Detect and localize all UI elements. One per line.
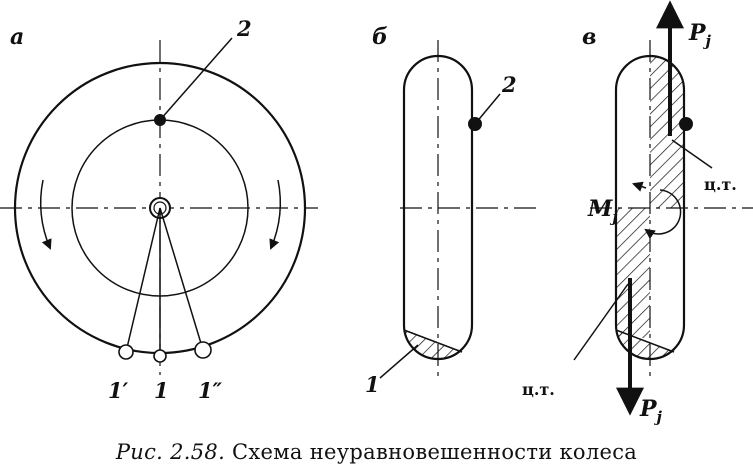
- leader-weight-2: [159, 37, 233, 121]
- force-label-bottom: Pj: [639, 396, 663, 426]
- rotation-arrow-right: [269, 179, 282, 250]
- cg-upper-label: ц.т.: [704, 175, 737, 194]
- panel-b-letter: б: [372, 24, 388, 50]
- figure-caption: Рис. 2.58. Схема неуравновешенности коле…: [0, 440, 753, 464]
- panel-a-letter: а: [10, 24, 24, 50]
- panel-b-label-1: 1: [365, 372, 380, 397]
- panel-b-leader-2: [474, 93, 501, 125]
- moment-arrow: [644, 189, 682, 240]
- spoke-1-double-prime: [159, 207, 204, 351]
- panel-a: а 2 1′ 1 1″: [0, 16, 318, 403]
- tire-side-profile: [402, 54, 474, 361]
- panel-c-letter: в: [582, 24, 596, 50]
- panel-c-segment-chord: [615, 329, 675, 353]
- caption-prefix: Рис. 2.58.: [115, 440, 226, 464]
- caption-text: Схема неуравновешенности колеса: [232, 440, 638, 464]
- weight-1: [153, 349, 167, 363]
- weight-1-prime: [118, 344, 134, 360]
- spoke-1-prime: [125, 207, 161, 353]
- panel-b-leader-1: [379, 344, 419, 379]
- panel-b-label-2: 2: [501, 72, 517, 97]
- panel-c-weight-2: [679, 117, 693, 131]
- rotation-arrow-left: [39, 179, 52, 250]
- label-1-double-prime: 1″: [198, 378, 223, 403]
- label-1: 1: [154, 378, 169, 403]
- panel-c: в Pj Pj Mj ц.т. ц.т.: [522, 0, 753, 426]
- moment-label: Mj: [587, 196, 618, 226]
- moment-arrow-tip: [632, 181, 647, 192]
- panel-b-segment-chord: [403, 329, 463, 353]
- panel-b: б 2 1: [365, 24, 540, 397]
- weight-1-double-prime: [194, 341, 212, 359]
- force-label-top: Pj: [688, 20, 712, 50]
- cg-upper-leader: [671, 139, 713, 169]
- label-1-prime: 1′: [108, 378, 129, 403]
- cg-lower-leader: [573, 283, 629, 361]
- label-weight-2: 2: [236, 16, 252, 41]
- cg-lower-label: ц.т.: [522, 380, 555, 399]
